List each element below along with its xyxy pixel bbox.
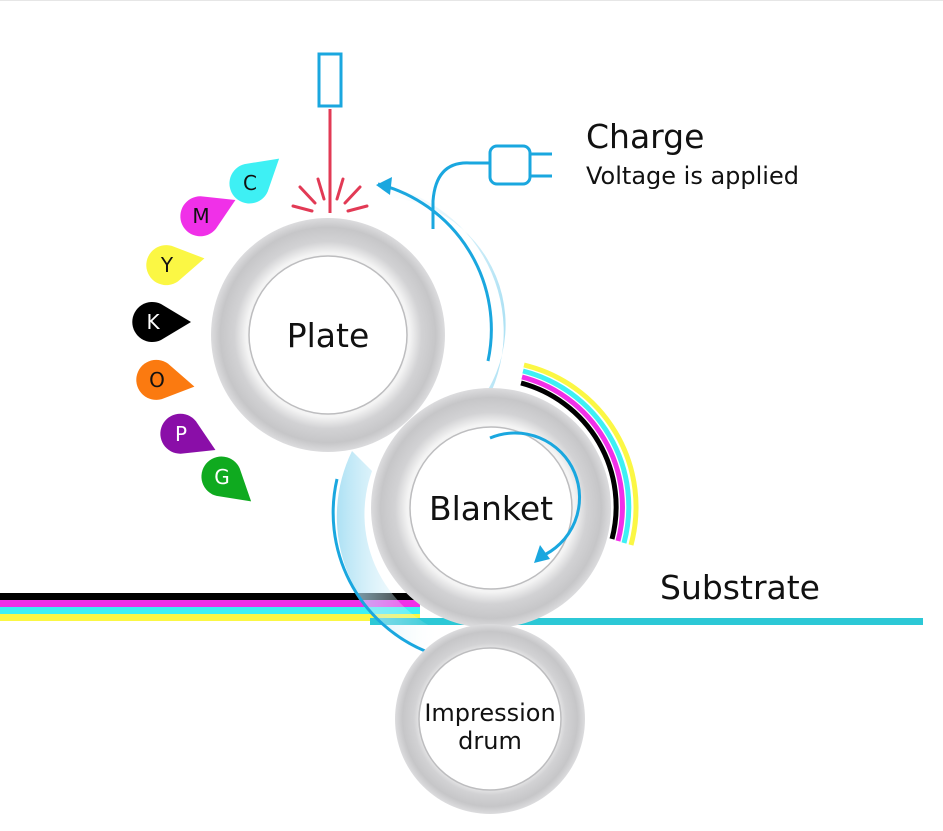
ink-drop-c: C [229, 158, 280, 204]
ink-drop-shape [201, 456, 252, 502]
ink-drop-letter: C [243, 171, 257, 195]
impression-drum-label-line1: Impression [424, 699, 555, 727]
ink-drop-o: O [136, 359, 195, 400]
impression-drum [395, 624, 585, 814]
ink-drop-y: Y [146, 245, 205, 286]
magenta-ink-layer [0, 600, 420, 607]
charge-arc-plate [377, 182, 493, 362]
ink-drop-g: G [201, 456, 252, 502]
blanket-cylinder [371, 388, 611, 628]
ink-drop-shape [160, 413, 216, 454]
substrate-label: Substrate [660, 568, 820, 607]
charge-subtitle: Voltage is applied [586, 162, 799, 190]
yellow-ink-layer [0, 614, 420, 621]
blanket-label: Blanket [429, 489, 553, 528]
ink-drop-letter: G [214, 465, 230, 489]
laser-source-icon [317, 52, 343, 108]
ink-drop-shape [132, 302, 191, 342]
black-ink-layer [0, 593, 420, 600]
ink-drop-letter: P [175, 422, 187, 446]
charge-glow-blanket [336, 451, 440, 651]
impression-drum-label-line2: drum [458, 727, 522, 755]
plate-cylinder [211, 218, 445, 452]
laser-burst-icon [291, 177, 369, 213]
rotation-arrow-head [534, 545, 550, 563]
blanket-rotation-arrow [489, 431, 581, 559]
ink-drops: C M Y K O P G [132, 158, 280, 502]
substrate-line [370, 618, 923, 625]
ink-drop-letter: K [146, 310, 160, 334]
ink-drop-shape [229, 158, 280, 204]
ink-drop-m: M [180, 196, 236, 237]
ink-drop-letter: M [192, 204, 209, 228]
charge-cable [431, 161, 490, 229]
plate-label: Plate [287, 316, 370, 355]
charge-title: Charge [586, 117, 704, 156]
ink-drop-letter: Y [160, 253, 174, 277]
ink-layers-blanket [520, 362, 639, 546]
ink-drop-letter: O [149, 368, 165, 392]
power-plug-icon [488, 144, 532, 186]
ink-drop-k: K [132, 302, 191, 342]
charge-arc-blanket [331, 478, 426, 653]
charge-arrow-head [376, 177, 392, 195]
ink-drop-shape [146, 245, 205, 286]
ink-drop-shape [136, 359, 195, 400]
ink-layers-left [0, 593, 420, 621]
ink-drop-shape [180, 196, 236, 237]
ink-drop-p: P [160, 413, 216, 454]
cyan-ink-layer [0, 607, 420, 614]
